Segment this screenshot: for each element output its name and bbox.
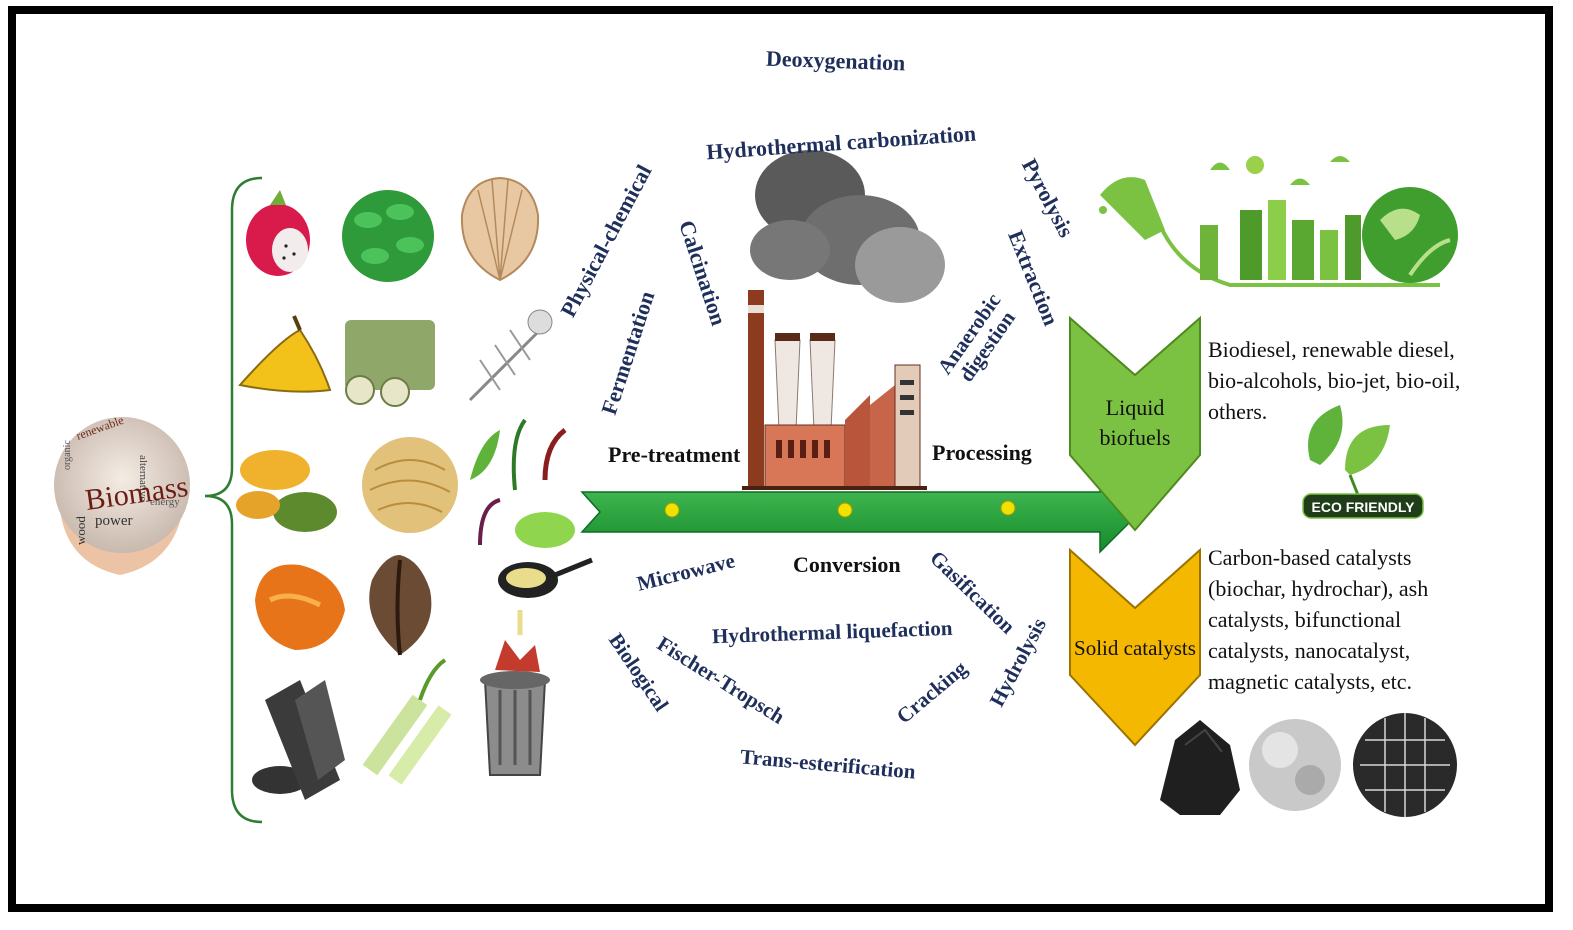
tomato-peel-icon [236, 450, 337, 532]
tires-icon [252, 680, 345, 800]
solid-catalysts-label: Solid catalysts [1074, 636, 1196, 660]
svg-text:power: power [95, 513, 133, 529]
liquid-biofuels-line2: biofuels [1100, 425, 1171, 450]
trash-can-icon [480, 610, 550, 776]
svg-text:alternative: alternative [137, 455, 149, 502]
fish-bone-icon [468, 309, 553, 402]
ash-icon [1249, 719, 1341, 811]
svg-text:wood: wood [73, 516, 88, 545]
solid-desc-line-1: Carbon-based catalysts [1208, 545, 1412, 570]
eco-leaf-icon [1308, 405, 1390, 501]
arrow-dot-3 [1000, 500, 1016, 516]
factory-icon [742, 150, 945, 490]
liquid-biofuels-line1: Liquid [1106, 395, 1165, 420]
graphene-sphere-icon [1353, 713, 1457, 817]
liquid-biofuels-chevron [1069, 315, 1201, 532]
leaves-icon [342, 190, 434, 282]
fuel-nozzle-icon [1099, 177, 1440, 287]
stage-processing: Processing [932, 440, 1032, 465]
liquid-desc-line-2: bio-alcohols, bio-jet, bio-oil, [1208, 368, 1461, 393]
svg-text:organic: organic [62, 440, 73, 470]
frying-pan-oil-icon [498, 557, 593, 598]
eco-badge-bg [1302, 493, 1424, 519]
arrow-dot-1 [664, 502, 680, 518]
biomass-globe-icon: renewable alternative organic power wood… [54, 413, 190, 575]
solid-desc-line-2: (biochar, hydrochar), ash [1208, 576, 1429, 601]
eco-badge-text: ECO FRIENDLY [1312, 499, 1416, 515]
walnut-icon [369, 555, 432, 656]
biomass-brace [204, 176, 263, 824]
stage-pretreatment: Pre-treatment [608, 442, 741, 467]
svg-text:energy: energy [150, 496, 180, 508]
method-deoxygenation: Deoxygenation [765, 45, 906, 76]
liquid-biofuels-description: Biodiesel, renewable diesel, bio-alcohol… [1208, 334, 1460, 427]
seaweed-icon [470, 418, 575, 548]
arrow-dot-2 [837, 502, 853, 518]
charcoal-icon [1160, 720, 1240, 815]
stage-conversion: Conversion [793, 552, 901, 577]
sugarcane-icon [362, 658, 452, 785]
dragonfruit-icon [246, 190, 310, 276]
straw-icon [362, 437, 458, 533]
liquid-desc-line-1: Biodiesel, renewable diesel, [1208, 337, 1455, 362]
orange-peel-icon [255, 564, 345, 650]
solid-desc-line-3: catalysts, bifunctional [1208, 607, 1402, 632]
banana-peel-icon [238, 315, 332, 393]
seashell-icon [460, 176, 540, 282]
globe-leaf-icon [1362, 187, 1458, 283]
green-city-icon [1200, 156, 1361, 280]
liquid-desc-line-3: others. [1208, 399, 1268, 424]
solid-desc-line-5: magnetic catalysts, etc. [1208, 669, 1413, 694]
solid-catalysts-chevron [1069, 547, 1201, 747]
solid-desc-line-4: catalysts, nanocatalyst, [1208, 638, 1411, 663]
sugarcane-bundle-icon [345, 320, 435, 407]
solid-catalysts-description: Carbon-based catalysts (biochar, hydroch… [1208, 542, 1428, 697]
